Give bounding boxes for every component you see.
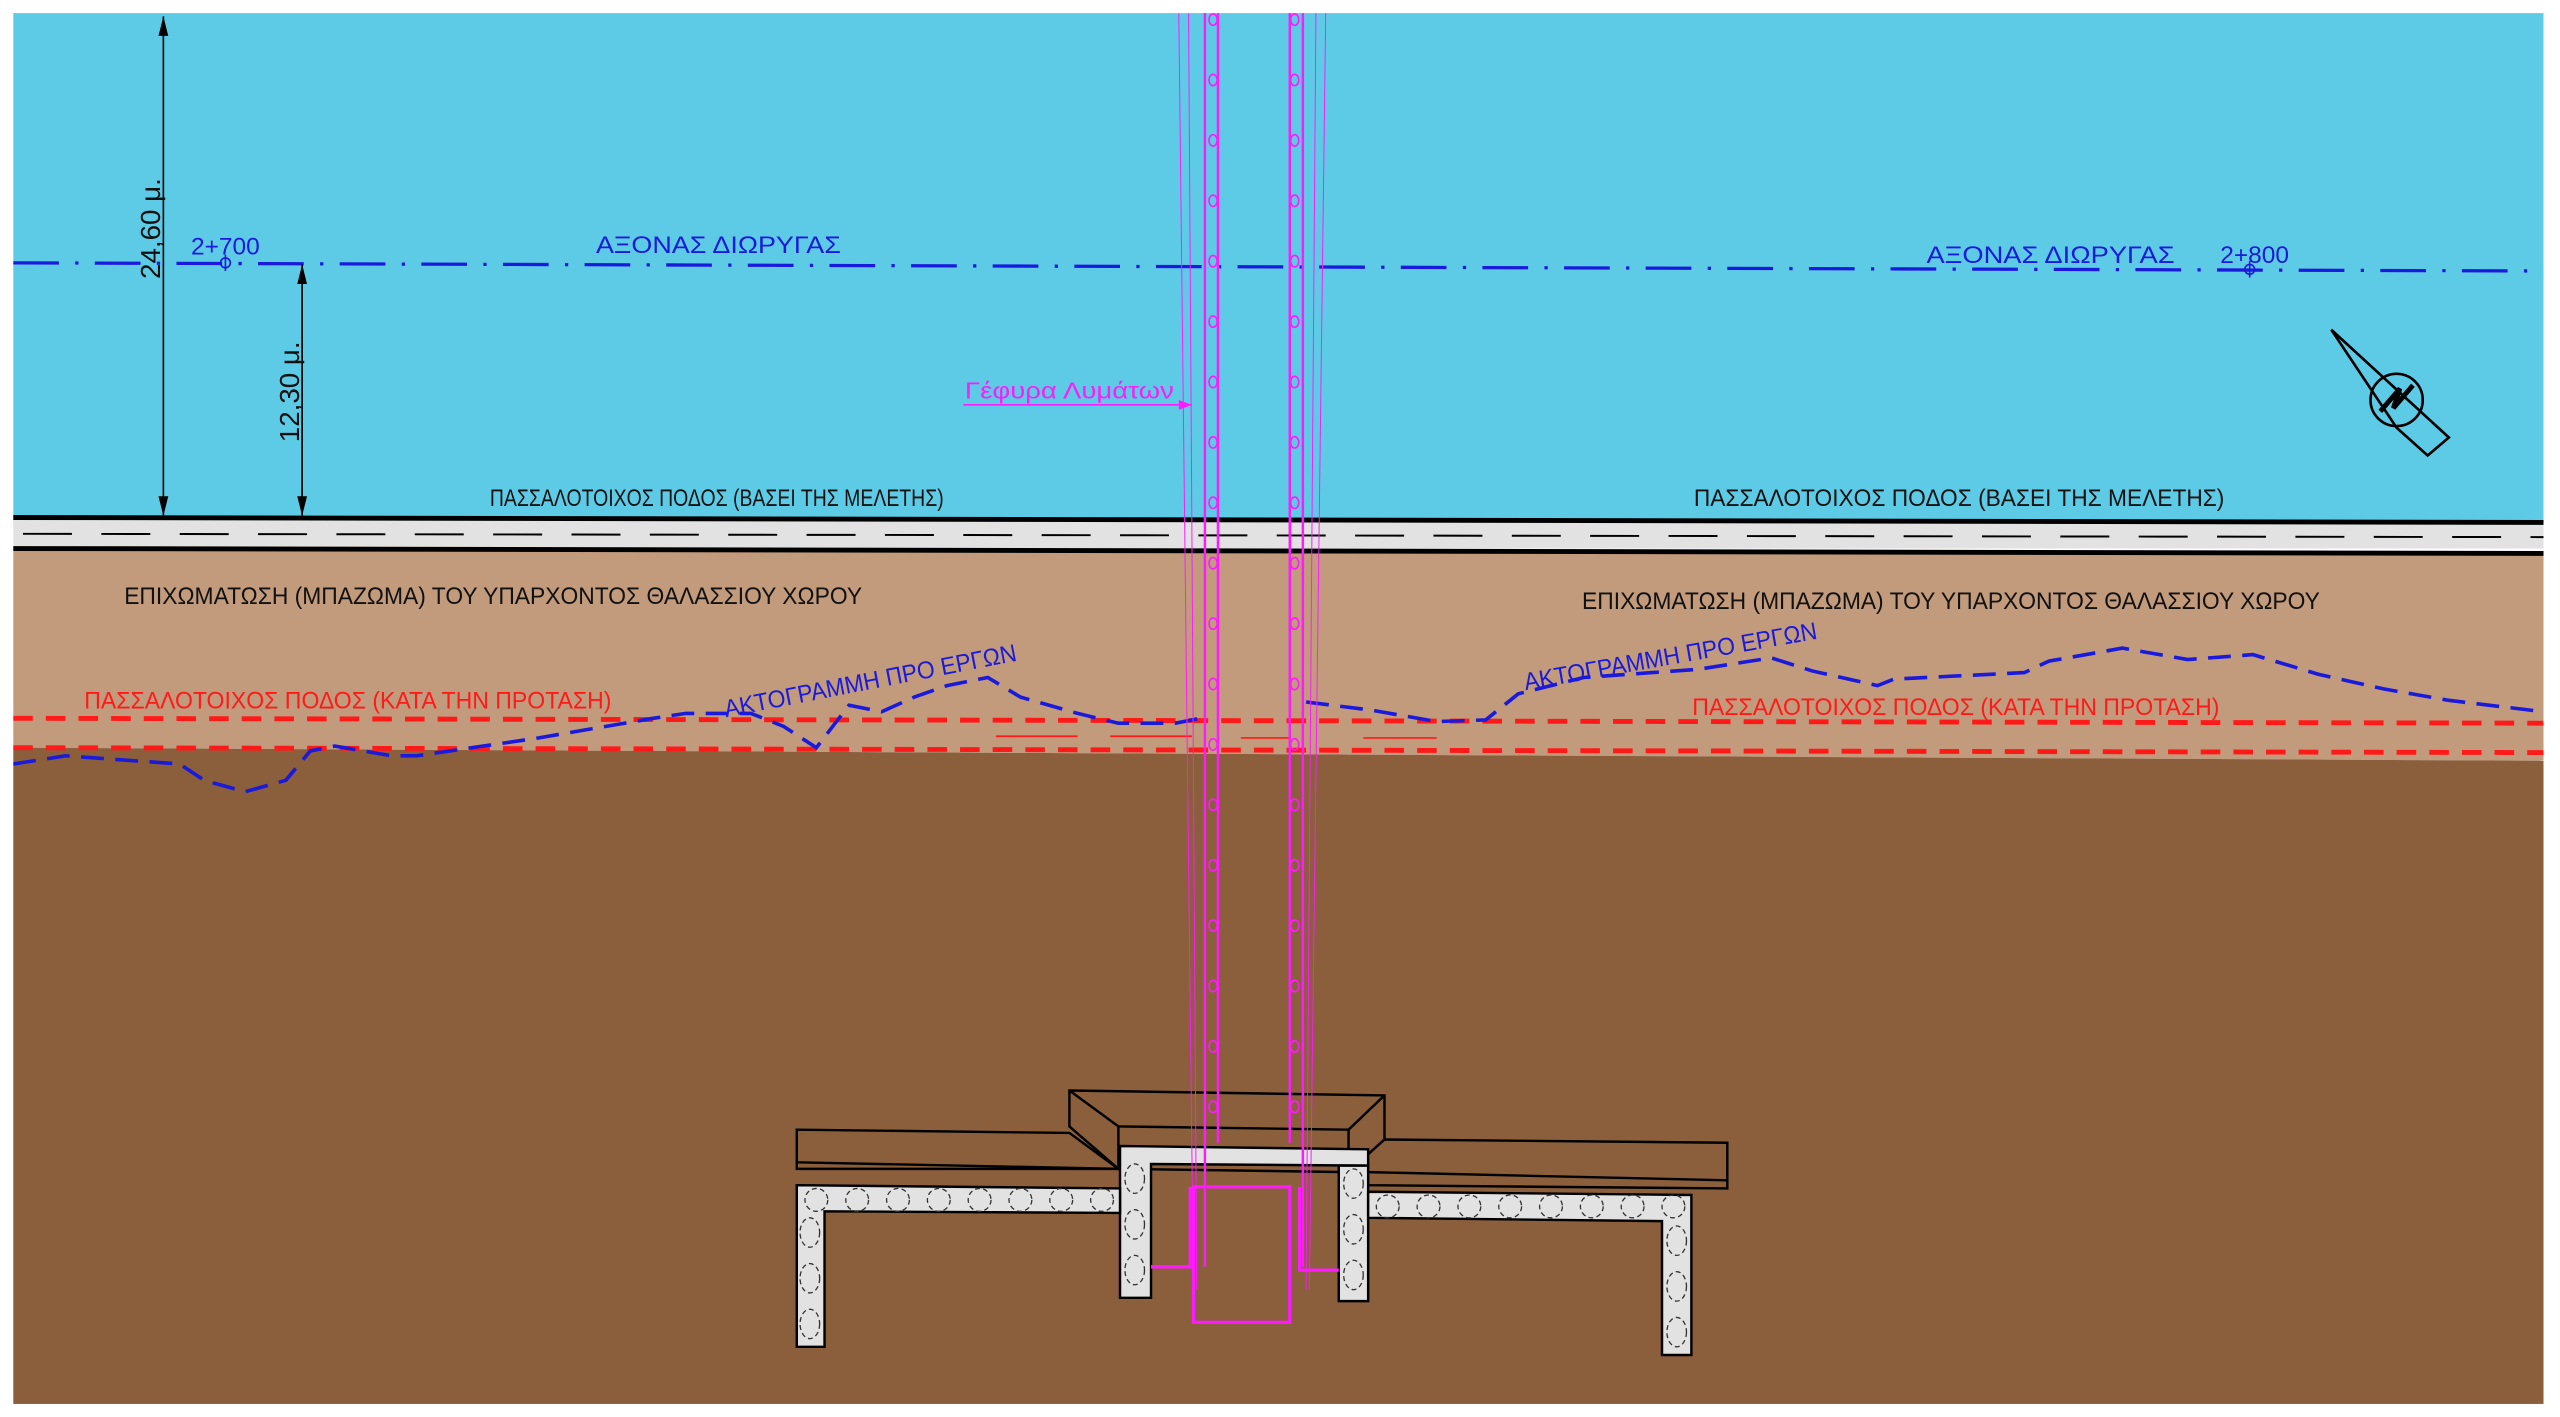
bridge-pier-marker: [1289, 435, 1300, 449]
bridge-pier-marker: [1208, 1039, 1218, 1053]
bridge-pier-marker: [1289, 737, 1300, 751]
pile-circle: [885, 1187, 911, 1212]
sewage-bridge: [1151, 13, 1339, 1324]
bridge-pier-marker: [1289, 979, 1300, 993]
pile-circle: [799, 1308, 821, 1340]
bridge-pier-marker: [1289, 617, 1300, 631]
chainage-marker-2800: [2243, 261, 2256, 278]
chainage-label-left: 2+700: [191, 234, 260, 261]
dimension-half-width-label: 12,30 μ.: [274, 341, 305, 442]
pile-circle: [1666, 1225, 1688, 1257]
bridge-pier-marker: [1289, 496, 1300, 510]
quay-sheet-pile-strip: [13, 515, 2544, 556]
chainage-marker-2700: [219, 254, 232, 271]
bridge-pier-marker: [1289, 73, 1300, 87]
bridge-pier-marker: [1289, 1039, 1300, 1053]
bridge-pier-marker: [1289, 798, 1300, 812]
right-slab: [1346, 1138, 1729, 1190]
pile-circle: [1049, 1187, 1074, 1212]
bridge-pier-marker: [1208, 617, 1218, 631]
bridge-pier-marker: [1208, 556, 1218, 570]
sheet-pile-study-label-right: ΠΑΣΣΑΛΟΤΟΙΧΟΣ ΠΟΔΟΣ (ΒΑΣΕΙ ΤΗΣ ΜΕΛΕΤΗΣ): [1694, 485, 2225, 512]
pile-circle: [1124, 1254, 1146, 1286]
dimension-total-width: [158, 16, 169, 516]
coastline-line-left: [12, 675, 1201, 794]
chainage-label-right: 2+800: [2220, 242, 2289, 269]
pile-circle: [804, 1187, 829, 1212]
canal-axis-label-left: ΑΞΟΝΑΣ ΔΙΩΡΥΓΑΣ: [596, 232, 841, 259]
bridge-pier-marker: [1208, 496, 1218, 510]
bridge-pier-marker: [1289, 858, 1300, 872]
bridge-pier-marker: [1289, 677, 1300, 691]
bridge-pier-marker: [1208, 737, 1218, 751]
pile-circle: [1089, 1187, 1115, 1212]
bridge-pier-markers: [1208, 13, 1300, 1114]
bridge-pier-marker: [1208, 798, 1218, 812]
sheet-pile-proposal-line-1: [13, 715, 2544, 726]
bridge-pier-marker: [1208, 979, 1218, 993]
dimension-total-width-label: 24,60 μ.: [135, 178, 166, 279]
foundation-structure: [795, 1089, 1729, 1357]
north-arrow-icon: [2330, 328, 2451, 458]
canal-axis-label-right: ΑΞΟΝΑΣ ΔΙΩΡΥΓΑΣ: [1926, 242, 2174, 269]
dimension-half-width: [297, 264, 308, 516]
pile-circle: [799, 1262, 821, 1294]
bridge-leader-arrow: [1178, 399, 1192, 410]
bridge-pier-marker: [1208, 133, 1218, 147]
sheet-pile-proposal-label-right: ΠΑΣΣΑΛΟΤΟΙΧΟΣ ΠΟΔΟΣ (ΚΑΤΑ ΤΗΝ ΠΡΟΤΑΣΗ): [1692, 694, 2219, 721]
pile-circle: [1008, 1187, 1033, 1212]
pile-circle: [1124, 1209, 1146, 1240]
bridge-pier-marker: [1289, 375, 1300, 389]
pile-circle: [799, 1217, 821, 1248]
proposal-short-lines: [995, 735, 1437, 739]
bridge-pier-marker: [1208, 375, 1218, 389]
canal-axis-line: [13, 261, 2544, 273]
bridge-pier-marker: [1289, 919, 1300, 933]
bridge-pier-marker: [1208, 919, 1218, 933]
bridge-pier-marker: [1289, 254, 1300, 268]
left-pile-band: [795, 1183, 1122, 1349]
landfill-area: [13, 548, 2544, 761]
bridge-pier-marker: [1208, 13, 1218, 27]
sheet-pile-study-label-left: ΠΑΣΣΑΛΟΤΟΙΧΟΣ ΠΟΔΟΣ (ΒΑΣΕΙ ΤΗΣ ΜΕΛΕΤΗΣ): [490, 485, 944, 512]
center-right-pier: [1337, 1164, 1370, 1303]
bridge-label: Γέφυρα Λυμάτων: [965, 377, 1174, 403]
sheet-pile-proposal-line-2: [13, 745, 2544, 756]
sheet-pile-proposal-label-left: ΠΑΣΣΑΛΟΤΟΙΧΟΣ ΠΟΔΟΣ (ΚΑΤΑ ΤΗΝ ΠΡΟΤΑΣΗ): [84, 688, 611, 715]
bridge-pier-marker: [1289, 315, 1300, 329]
bridge-pier-marker: [1289, 133, 1300, 147]
bridge-foundation-box: [1191, 1185, 1292, 1324]
bridge-pier-marker: [1208, 254, 1218, 268]
pile-circle: [926, 1187, 951, 1212]
pile-circle: [967, 1187, 992, 1212]
bridge-pier-marker: [1289, 556, 1300, 570]
pile-circle: [1343, 1259, 1364, 1291]
landfill-label-right: ΕΠΙΧΩΜΑΤΩΣΗ (ΜΠΑΖΩΜΑ) ΤΟΥ ΥΠΑΡΧΟΝΤΟΣ ΘΑΛ…: [1582, 588, 2320, 615]
pile-circle: [845, 1187, 870, 1212]
bridge-pier-marker: [1208, 73, 1218, 87]
right-pile-band: [1366, 1190, 1693, 1357]
landfill-label-left: ΕΠΙΧΩΜΑΤΩΣΗ (ΜΠΑΖΩΜΑ) ΤΟΥ ΥΠΑΡΧΟΝΤΟΣ ΘΑΛ…: [124, 583, 862, 610]
pile-circle: [1343, 1168, 1364, 1199]
center-cap-beam: [1118, 1144, 1370, 1300]
pile-circle: [1124, 1163, 1146, 1195]
bridge-pier-marker: [1289, 1100, 1300, 1114]
bridge-pier-marker: [1208, 858, 1218, 872]
pile-circle: [1343, 1213, 1364, 1245]
bridge-pier-marker: [1208, 194, 1218, 208]
bridge-pier-marker: [1208, 315, 1218, 329]
bridge-pier-marker: [1208, 677, 1218, 691]
bridge-pier-marker: [1208, 1100, 1218, 1114]
ground-area: [13, 747, 2544, 1404]
coastline-line-right: [1305, 646, 2544, 724]
bridge-pier-marker: [1289, 13, 1300, 27]
pile-circle: [1666, 1316, 1688, 1348]
bridge-pier-marker: [1289, 194, 1300, 208]
bridge-pier-marker: [1208, 435, 1218, 449]
pile-circle: [1666, 1271, 1688, 1302]
